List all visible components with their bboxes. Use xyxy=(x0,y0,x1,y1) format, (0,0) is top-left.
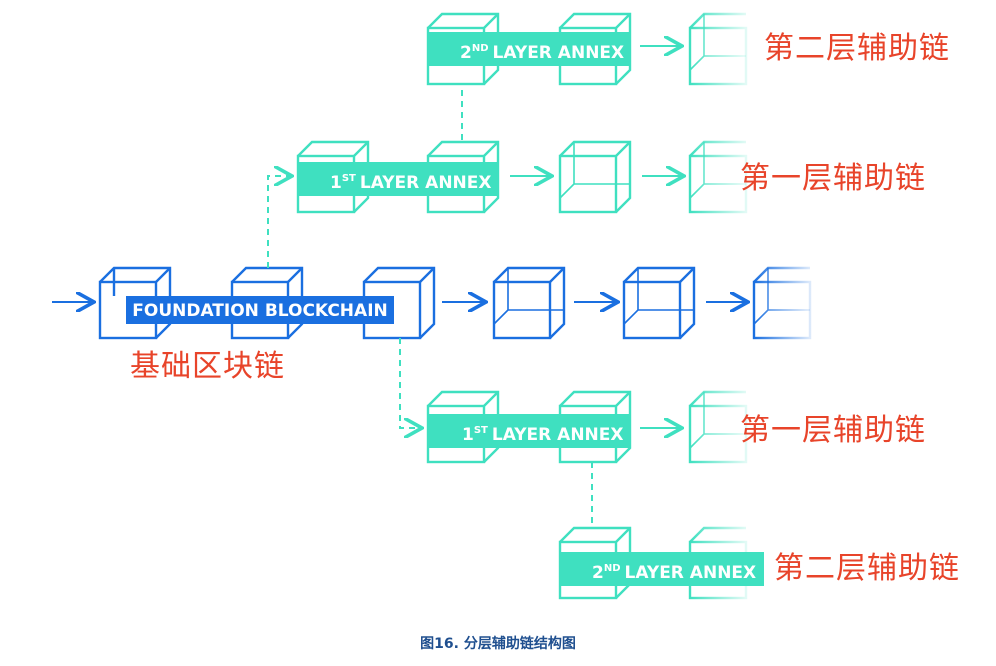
block-cube xyxy=(98,266,172,340)
figure-caption: 图16. 分层辅助链结构图 xyxy=(420,636,576,652)
foundation-chain: FOUNDATION BLOCKCHAIN xyxy=(52,266,812,340)
label-second-layer-top: 第二层辅助链 xyxy=(764,31,950,66)
annex-bar xyxy=(298,162,498,196)
foundation-bar-label: FOUNDATION BLOCKCHAIN xyxy=(132,301,388,321)
annex-bar xyxy=(428,414,630,448)
block-cube-faded xyxy=(688,390,748,464)
label-foundation: 基础区块链 xyxy=(130,349,285,384)
block-cube-faded xyxy=(752,266,812,340)
annex-bar xyxy=(560,552,764,586)
block-cube xyxy=(492,266,566,340)
block-cube-faded xyxy=(688,140,748,214)
label-first-layer-top: 第一层辅助链 xyxy=(740,161,926,196)
label-second-layer-bottom: 第二层辅助链 xyxy=(774,551,960,586)
dashed-connectors xyxy=(267,84,593,526)
block-cube xyxy=(622,266,696,340)
annex-bar xyxy=(428,32,630,66)
block-cube-faded xyxy=(688,12,748,86)
block-cube xyxy=(558,140,632,214)
foundation-bar xyxy=(126,296,394,324)
label-first-layer-bottom: 第一层辅助链 xyxy=(740,413,926,448)
